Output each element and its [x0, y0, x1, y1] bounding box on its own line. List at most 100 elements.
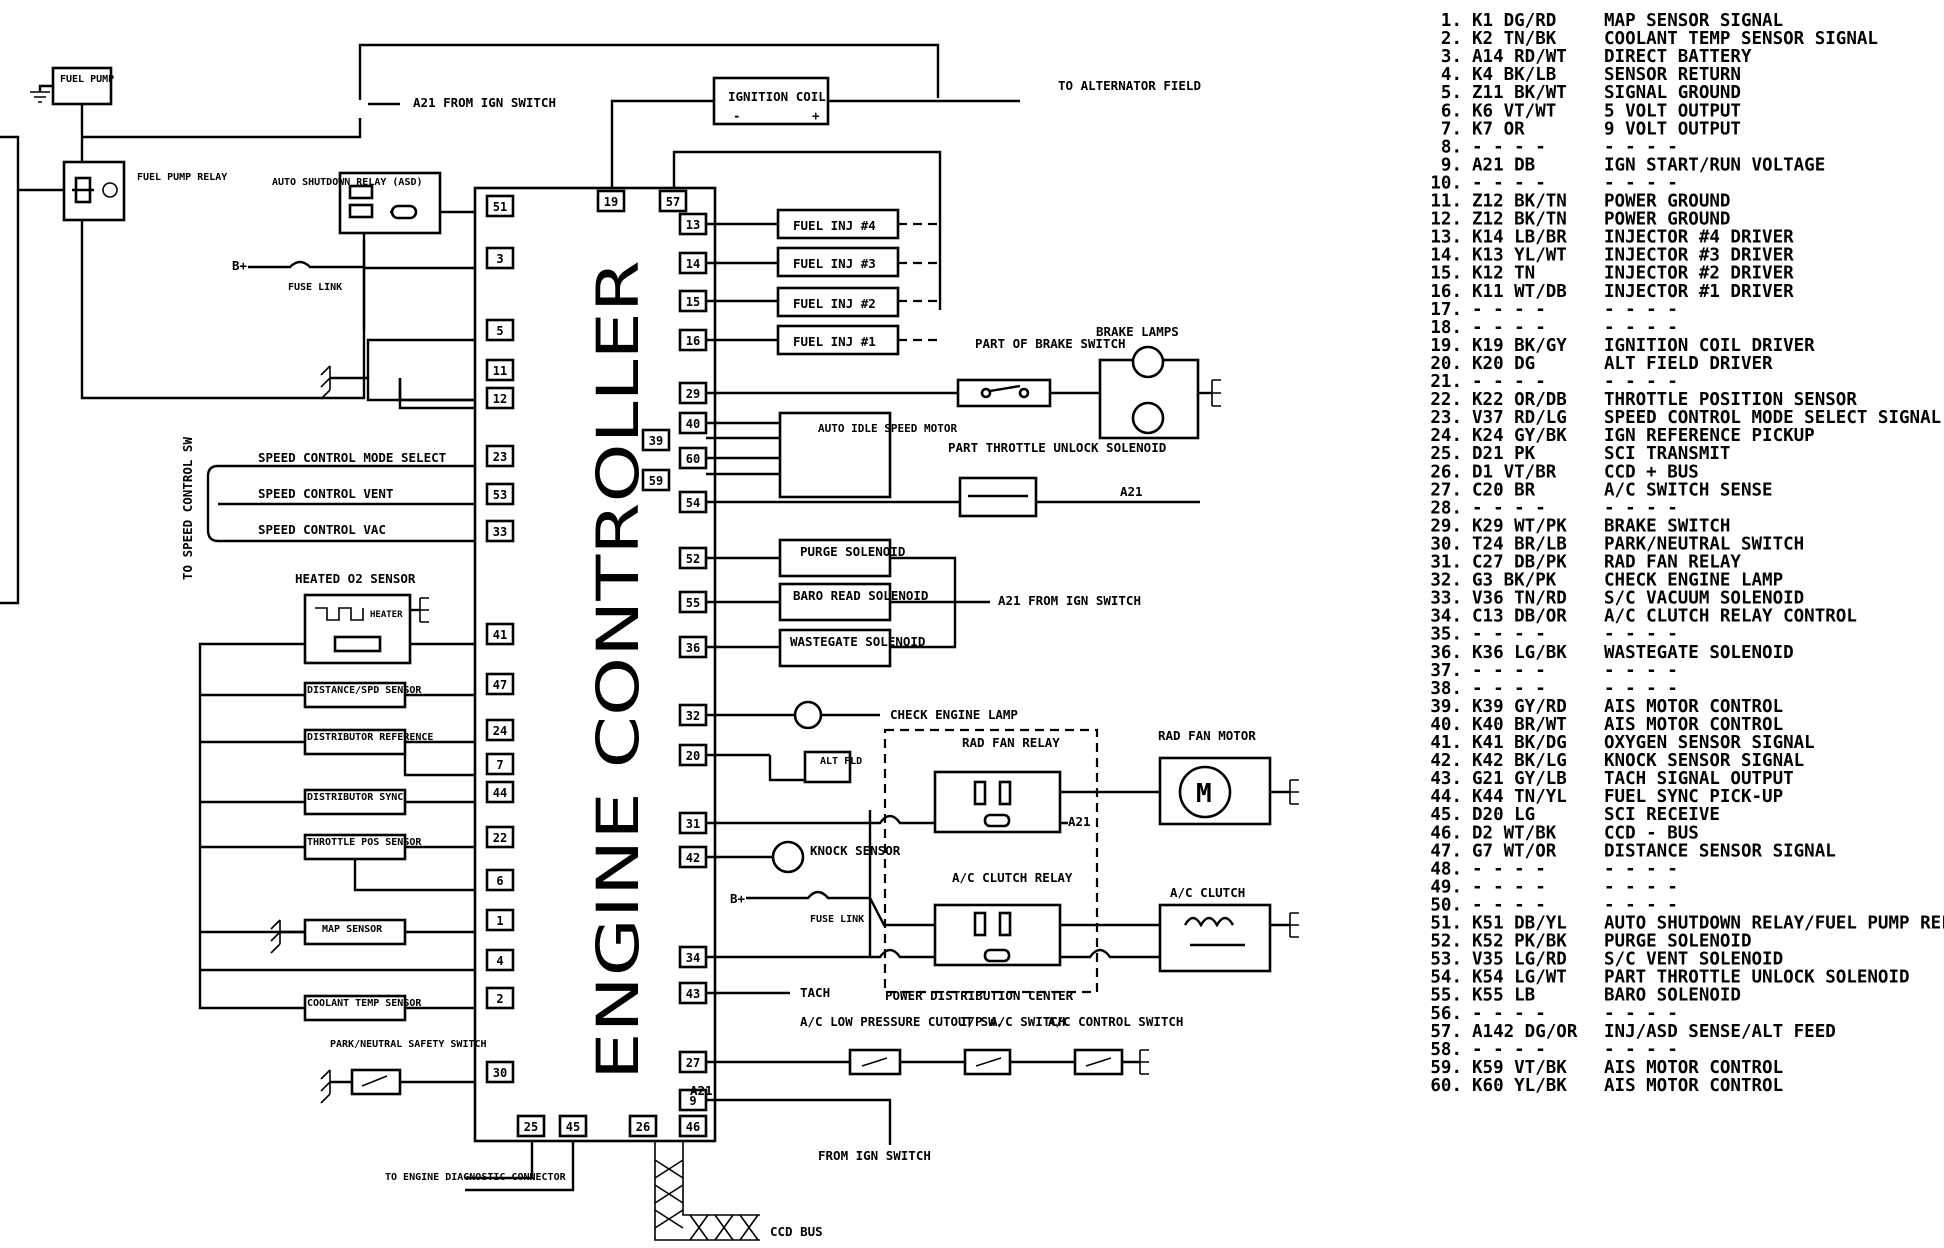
legend-code: - - - - — [1472, 895, 1546, 915]
legend-n: 15. — [1430, 264, 1462, 284]
pin-box: 1 — [485, 908, 515, 932]
legend-n: 22. — [1430, 390, 1462, 410]
legend-desc: 5 VOLT OUTPUT — [1604, 101, 1741, 121]
legend-desc: INJ/ASD SENSE/ALT FEED — [1604, 1022, 1836, 1042]
ac-switch-section: A/C LOW PRESSURE CUTOUT SW. I/P A/C SWIT… — [690, 1014, 1183, 1163]
legend-desc: DIRECT BATTERY — [1604, 47, 1752, 67]
legend-code: K20 DG — [1472, 354, 1535, 374]
pin-box: 25 — [516, 1114, 546, 1138]
pin-box: 54 — [678, 490, 708, 514]
pdc-box — [883, 728, 1099, 994]
fuse-link-label: FUSE LINK — [288, 282, 342, 293]
legend-code: V37 RD/LG — [1472, 408, 1567, 428]
legend-desc: SCI RECEIVE — [1604, 805, 1720, 825]
park-neutral-label: PARK/NEUTRAL SAFETY SWITCH — [330, 1039, 487, 1050]
legend-desc: - - - - — [1604, 1004, 1678, 1024]
baro-label: BARO READ SOLENOID — [793, 588, 928, 603]
legend-n: 11. — [1430, 192, 1462, 212]
legend-n: 7. — [1441, 119, 1462, 139]
legend-desc: SCI TRANSMIT — [1604, 444, 1730, 464]
pin-box: 39 — [641, 428, 671, 452]
legend-code: - - - - — [1472, 877, 1546, 897]
legend-n: 28. — [1430, 498, 1462, 518]
a21-ign-label: A21 FROM IGN SWITCH — [413, 95, 556, 110]
legend-n: 54. — [1430, 968, 1462, 988]
pin-box: 22 — [485, 825, 515, 849]
tach-label: TACH — [800, 985, 830, 1000]
check-engine-label: CHECK ENGINE LAMP — [890, 707, 1018, 722]
legend-code: K6 VT/WT — [1472, 101, 1556, 121]
legend-n: 53. — [1430, 950, 1462, 970]
legend-desc: OXYGEN SENSOR SIGNAL — [1604, 733, 1815, 753]
legend-desc: FUEL SYNC PICK-UP — [1604, 787, 1783, 807]
ais-motor-box — [778, 411, 892, 499]
distance-spd-box — [303, 681, 407, 709]
legend-desc: COOLANT TEMP SENSOR SIGNAL — [1604, 29, 1878, 49]
legend-desc: MAP SENSOR SIGNAL — [1604, 11, 1783, 31]
legend-desc: POWER GROUND — [1604, 192, 1730, 212]
legend-code: K11 WT/DB — [1472, 282, 1567, 302]
ground-icon — [1139, 1049, 1149, 1075]
legend-desc: INJECTOR #3 DRIVER — [1604, 246, 1794, 266]
pin-box: 60 — [678, 446, 708, 470]
legend-desc: DISTANCE SENSOR SIGNAL — [1604, 841, 1836, 861]
legend-desc: CCD - BUS — [1604, 823, 1699, 843]
legend-code: K19 BK/GY — [1472, 336, 1567, 356]
legend-code: K7 OR — [1472, 119, 1525, 139]
legend-n: 30. — [1430, 534, 1462, 554]
legend-n: 32. — [1430, 571, 1462, 591]
legend-n: 43. — [1430, 769, 1462, 789]
brake-lamps-label: BRAKE LAMPS — [1096, 324, 1179, 339]
legend-n: 39. — [1430, 697, 1462, 717]
pin-number: 31 — [686, 817, 700, 831]
purge-label: PURGE SOLENOID — [800, 544, 905, 559]
legend-n: 52. — [1430, 932, 1462, 952]
legend-desc: BARO SOLENOID — [1604, 986, 1741, 1006]
ac-clutch-label: A/C CLUTCH — [1170, 885, 1245, 900]
legend-code: D1 VT/BR — [1472, 462, 1557, 482]
pin-box: 6 — [485, 868, 515, 892]
ac-relay-label: A/C CLUTCH RELAY — [952, 870, 1073, 885]
legend-desc: AIS MOTOR CONTROL — [1604, 1076, 1783, 1096]
legend-code: K12 TN — [1472, 264, 1535, 284]
legend-n: 35. — [1430, 625, 1462, 645]
legend-desc: 9 VOLT OUTPUT — [1604, 119, 1741, 139]
a21-label: A21 — [1120, 484, 1143, 499]
asd-relay-box — [338, 171, 442, 235]
legend-code: K54 LG/WT — [1472, 968, 1567, 988]
legend-n: 10. — [1430, 173, 1462, 193]
legend-n: 20. — [1430, 354, 1462, 374]
pin-box: 42 — [678, 845, 708, 869]
pin-number: 30 — [493, 1066, 507, 1080]
legend-desc: SPEED CONTROL MODE SELECT SIGNAL — [1604, 408, 1941, 428]
legend-code: D21 PK — [1472, 444, 1536, 464]
pin-number: 44 — [493, 786, 507, 800]
pin-box: 29 — [678, 381, 708, 405]
legend-code: - - - - — [1472, 300, 1546, 320]
ground-icon — [419, 597, 429, 623]
legend-n: 46. — [1430, 823, 1462, 843]
pin-box: 11 — [485, 358, 515, 382]
legend-code: - - - - — [1472, 625, 1546, 645]
legend-code: K14 LB/BR — [1472, 228, 1567, 248]
engine-controller: ENGINE CONTROLLER — [473, 186, 717, 1143]
alt-fld-box — [803, 750, 852, 784]
pin-number: 15 — [686, 295, 700, 309]
pin-number: 45 — [566, 1120, 580, 1134]
pin-box: 33 — [485, 519, 515, 543]
legend-desc: THROTTLE POSITION SENSOR — [1604, 390, 1857, 410]
fuel-pump-label: FUEL PUMP — [60, 74, 114, 85]
legend-desc: - - - - — [1604, 877, 1678, 897]
legend-code: Z12 BK/TN — [1472, 210, 1567, 230]
ac-control-switch-label: A/C CONTROL SWITCH — [1048, 1014, 1183, 1029]
legend-code: K2 TN/BK — [1472, 29, 1557, 49]
legend-n: 9. — [1441, 155, 1462, 175]
legend-code: K60 YL/BK — [1472, 1076, 1567, 1096]
pin-box: 14 — [678, 251, 708, 275]
dist-ref-box — [303, 728, 407, 756]
legend-desc: S/C VACUUM SOLENOID — [1604, 589, 1804, 609]
legend-code: K59 VT/BK — [1472, 1058, 1567, 1078]
legend-code: - - - - — [1472, 498, 1546, 518]
